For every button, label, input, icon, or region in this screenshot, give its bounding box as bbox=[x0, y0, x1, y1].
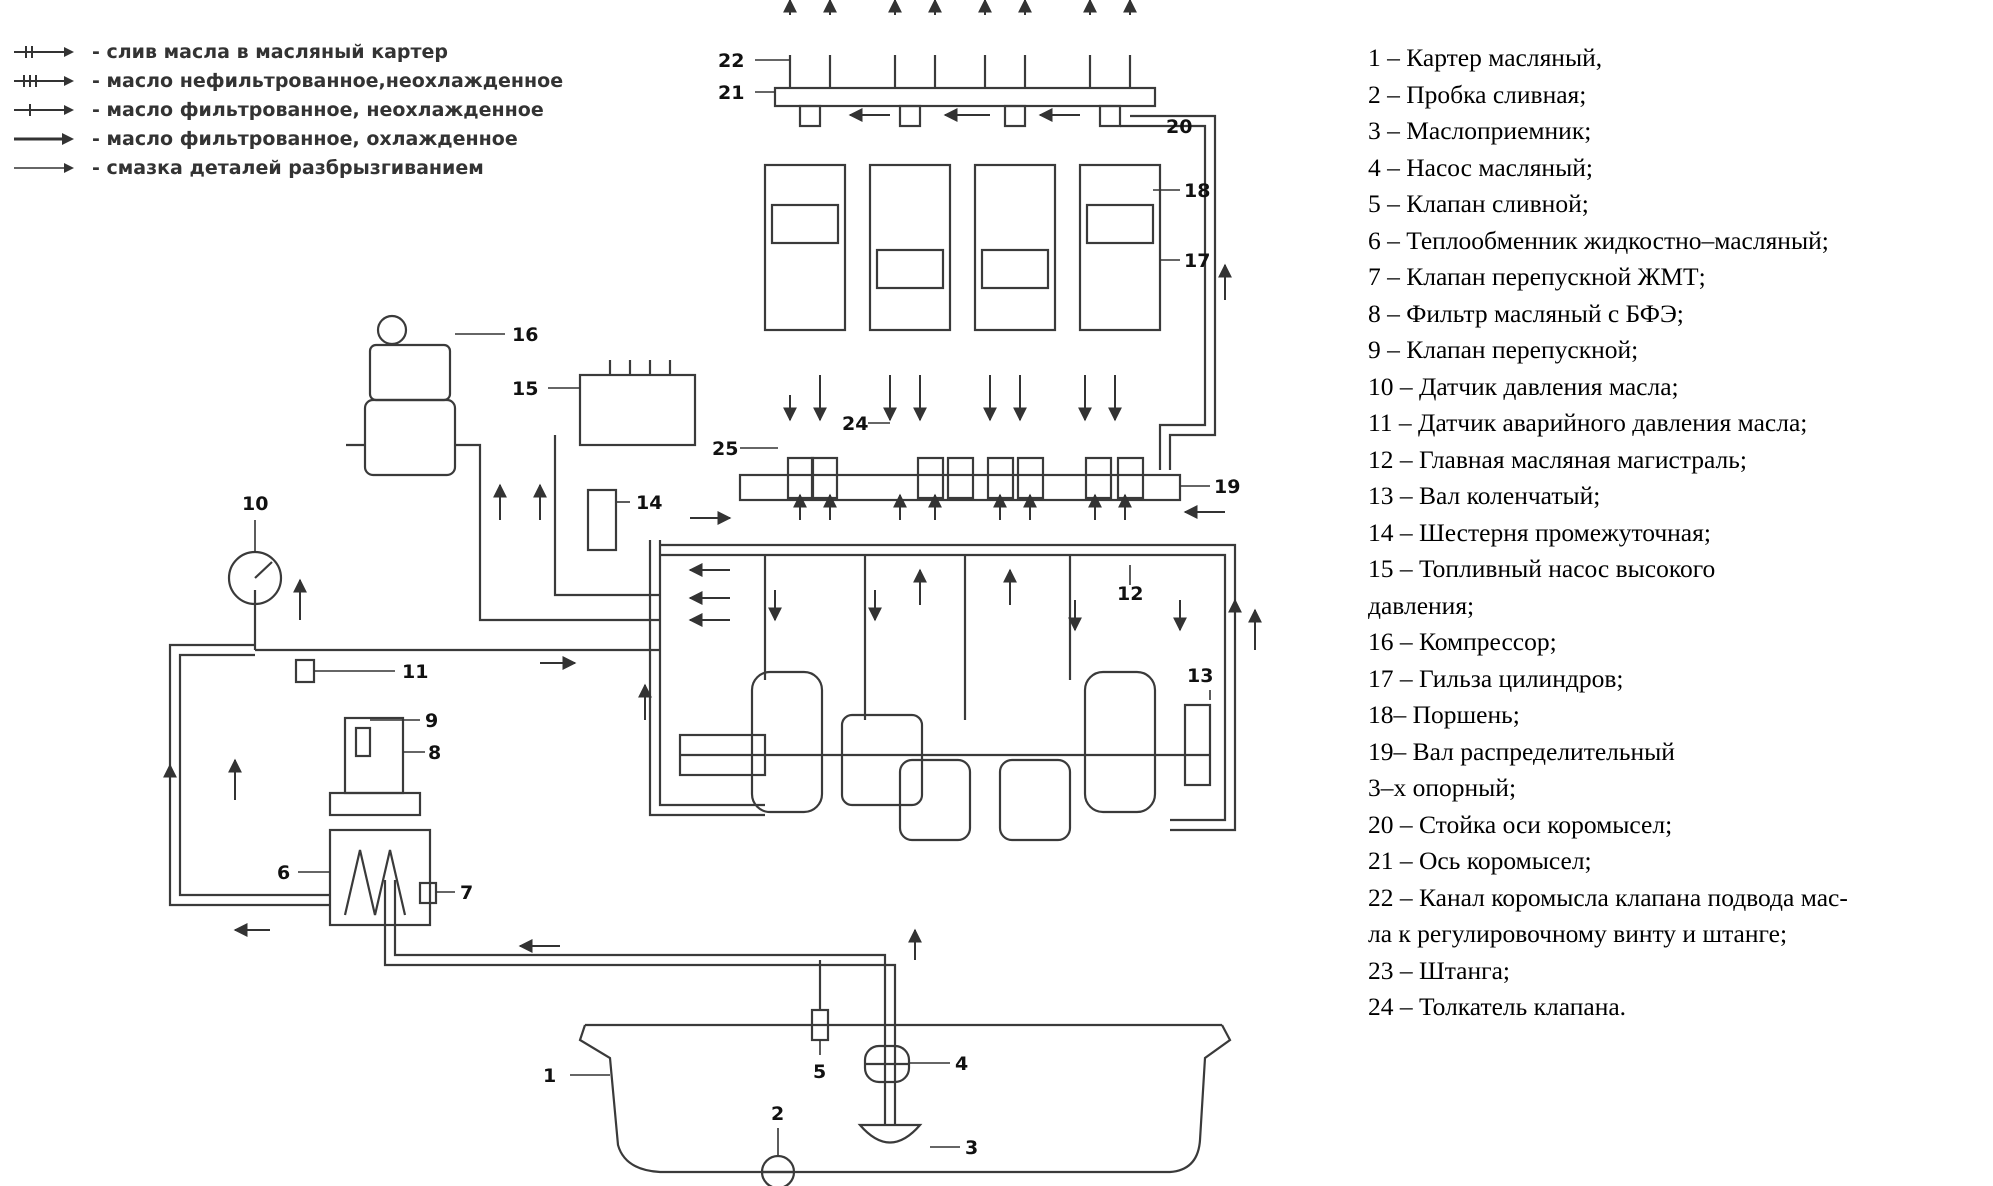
oil-receiver bbox=[857, 1000, 923, 1144]
rocker-feed-pipe-2 bbox=[1130, 114, 1217, 470]
camshaft bbox=[738, 456, 1182, 502]
rocker-shaft bbox=[773, 55, 1157, 128]
caption-15-cont: давления; bbox=[1368, 590, 1475, 620]
callout-2: 2 bbox=[771, 1103, 784, 1125]
compressor bbox=[346, 314, 457, 477]
caption-11: 11 – Датчик аварийного давления масла; bbox=[1368, 408, 1808, 437]
caption-17: 17 – Гильза цилиндров; bbox=[1368, 663, 1624, 693]
callout-16: 16 bbox=[512, 324, 538, 346]
callout-5: 5 bbox=[813, 1061, 826, 1083]
caption-9: 9 – Клапан перепускной; bbox=[1368, 335, 1639, 364]
caption-7: 7 – Клапан перепускной ЖМТ; bbox=[1368, 262, 1706, 291]
oil-pump bbox=[863, 1044, 911, 1084]
caption-20: 20 – Стойка оси коромысел; bbox=[1368, 809, 1673, 839]
callout-9: 9 bbox=[425, 710, 438, 732]
legend-label: - слив масла в масляный картер bbox=[92, 41, 449, 63]
drain-plug bbox=[760, 1154, 796, 1186]
legend-item-unfiltered: - масло нефильтрованное,неохлажденное bbox=[12, 67, 652, 96]
callout-6: 6 bbox=[277, 862, 290, 884]
return-pipe bbox=[383, 880, 897, 1000]
rocker-feed-pipe bbox=[1120, 124, 1207, 470]
oil-filter bbox=[328, 716, 422, 817]
leader-lines bbox=[254, 59, 1211, 1155]
callout-14: 14 bbox=[636, 492, 662, 514]
legend: - слив масла в масляный картер - масло н… bbox=[12, 38, 652, 183]
callout-3: 3 bbox=[965, 1137, 978, 1159]
splash-arrow-icon bbox=[14, 163, 74, 173]
drain-arrow-icon bbox=[14, 46, 74, 58]
caption-19-cont: 3–х опорный; bbox=[1368, 773, 1517, 802]
bypass-valve-hx bbox=[418, 881, 438, 905]
compressor-pipe bbox=[455, 443, 660, 622]
callout-24: 24 bbox=[842, 413, 868, 435]
caption-1: 1 – Картер масляный, bbox=[1368, 43, 1603, 72]
caption-18: 18– Поршень; bbox=[1368, 700, 1520, 729]
caption-22-cont: ла к регулировочному винту и штанге; bbox=[1368, 919, 1788, 948]
caption-21: 21 – Ось коромысел; bbox=[1368, 846, 1592, 875]
caption-23: 23 – Штанга; bbox=[1368, 955, 1511, 985]
parts-list: 1 – Картер масляный, 2 – Пробка сливная;… bbox=[1368, 40, 1988, 1026]
legend-label: - масло нефильтрованное,неохлажденное bbox=[92, 70, 564, 92]
filtered-uncooled-arrow-icon bbox=[14, 104, 74, 116]
drain-valve bbox=[810, 960, 830, 1042]
fuel-pump-pipe bbox=[553, 435, 660, 597]
legend-item-drain: - слив масла в масляный картер bbox=[12, 38, 652, 67]
caption-22: 22 – Канал коромысла клапана подвода мас… bbox=[1368, 882, 1848, 912]
main-oil-gallery bbox=[648, 540, 1237, 832]
callout-21: 21 bbox=[718, 82, 744, 104]
callout-19: 19 bbox=[1214, 476, 1240, 498]
callout-labels: 1 2 3 4 5 6 7 8 9 10 11 12 13 14 15 16 1… bbox=[242, 50, 1240, 1159]
cylinder-liners bbox=[763, 163, 1162, 332]
caption-10: 10 – Датчик давления масла; bbox=[1368, 371, 1679, 401]
caption-3: 3 – Маслоприемник; bbox=[1368, 116, 1592, 145]
legend-label: - масло фильтрованное, неохлажденное bbox=[92, 99, 544, 121]
caption-8: 8 – Фильтр масляный с БФЭ; bbox=[1368, 298, 1684, 328]
callout-10: 10 bbox=[242, 493, 268, 515]
caption-16: 16 – Компрессор; bbox=[1368, 627, 1557, 656]
caption-2: 2 – Пробка сливная; bbox=[1368, 79, 1587, 109]
oil-pan bbox=[578, 1023, 1232, 1174]
legend-label: - масло фильтрованное, охлажденное bbox=[92, 128, 518, 150]
callout-4: 4 bbox=[955, 1053, 968, 1075]
idler-gear bbox=[586, 488, 618, 552]
callout-15: 15 bbox=[512, 378, 538, 400]
callout-7: 7 bbox=[460, 882, 473, 904]
caption-19: 19– Вал распределительный bbox=[1368, 736, 1675, 766]
filtered-cooled-arrow-icon bbox=[14, 133, 74, 145]
caption-12: 12 – Главная масляная магистраль; bbox=[1368, 444, 1747, 474]
legend-label: - смазка деталей разбрызгиванием bbox=[92, 157, 484, 179]
callout-11: 11 bbox=[402, 661, 428, 683]
crankshaft bbox=[678, 670, 1212, 842]
unfiltered-arrow-icon bbox=[14, 75, 74, 87]
callout-20: 20 bbox=[1166, 116, 1192, 138]
caption-13: 13 – Вал коленчатый; bbox=[1368, 481, 1601, 510]
flow-arrows bbox=[163, 0, 1262, 960]
supply-pipe bbox=[168, 590, 660, 907]
heat-exchanger bbox=[328, 828, 432, 927]
legend-item-filtered-cooled: - масло фильтрованное, охлажденное bbox=[12, 125, 652, 154]
pressure-sensor bbox=[294, 658, 316, 684]
caption-24: 24 – Толкатель клапана. bbox=[1368, 992, 1627, 1021]
caption-15: 15 – Топливный насос высокого bbox=[1368, 554, 1716, 583]
callout-17: 17 bbox=[1184, 250, 1210, 272]
callout-13: 13 bbox=[1187, 665, 1213, 687]
caption-5: 5 – Клапан сливной; bbox=[1368, 189, 1589, 218]
callout-25: 25 bbox=[712, 438, 738, 460]
caption-14: 14 – Шестерня промежуточная; bbox=[1368, 517, 1711, 547]
legend-item-filtered-uncooled: - масло фильтрованное, неохлажденное bbox=[12, 96, 652, 125]
callout-12: 12 bbox=[1117, 583, 1143, 605]
caption-6: 6 – Теплообменник жидкостно–масляный; bbox=[1368, 225, 1829, 255]
callout-1: 1 bbox=[543, 1065, 556, 1087]
fuel-pump bbox=[578, 360, 697, 447]
caption-4: 4 – Насос масляный; bbox=[1368, 152, 1593, 182]
legend-item-splash: - смазка деталей разбрызгиванием bbox=[12, 154, 652, 183]
callout-18: 18 bbox=[1184, 180, 1210, 202]
callout-8: 8 bbox=[428, 742, 441, 764]
callout-22: 22 bbox=[718, 50, 744, 72]
